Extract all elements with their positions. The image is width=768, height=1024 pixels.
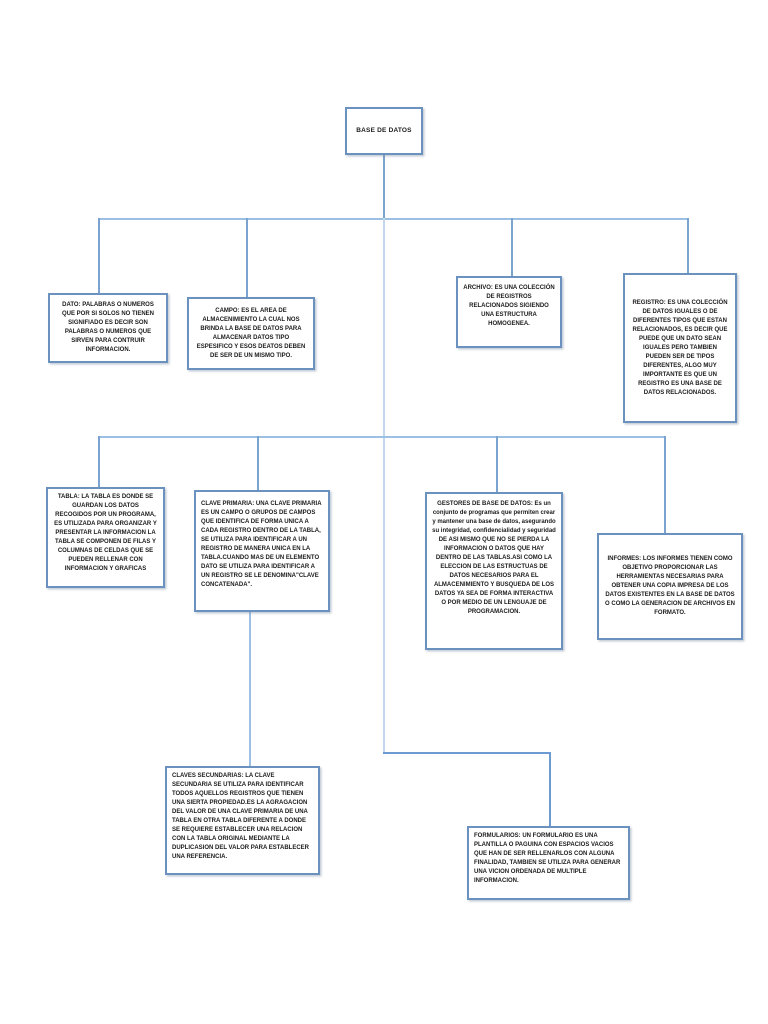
node-dato-label: DATO: PALABRAS O NUMEROS QUE POR SI SOLO… <box>61 302 154 353</box>
node-clave-primaria-label: CLAVE PRIMARIA: UNA CLAVE PRIMARIA ES UN… <box>201 501 322 588</box>
node-gestores-label: GESTORES DE BASE DE DATOS: Es un conjunt… <box>432 501 556 615</box>
node-base-de-datos: BASE DE DATOS <box>345 107 423 155</box>
connector-to-formularios <box>549 752 551 827</box>
connector-root-drop <box>383 155 385 219</box>
connector-clave-primaria-to-claves-secundarias <box>249 612 251 767</box>
connector-center-trunk <box>383 218 385 754</box>
node-campo-label: CAMPO: ES EL AREA DE ALMACENIMIENTO LA C… <box>196 307 306 359</box>
node-formularios: FORMULARIOS: UN FORMULARIO ES UNA PLANTI… <box>467 826 630 900</box>
node-claves-secundarias-label: CLAVES SECUNDARIAS: LA CLAVE SECUNDARIA … <box>172 773 310 860</box>
connector-trunk-to-formularios-horizontal <box>383 752 551 754</box>
node-informes: INFORMES: LOS INFORMES TIENEN COMO OBJET… <box>597 533 743 640</box>
node-registro: REGISTRO: ES UNA COLECCIÓN DE DATOS IGUA… <box>623 273 737 423</box>
node-informes-label: INFORMES: LOS INFORMES TIENEN COMO OBJET… <box>605 556 735 616</box>
node-formularios-label: FORMULARIOS: UN FORMULARIO ES UNA PLANTI… <box>474 833 621 884</box>
node-tabla: TABLA: LA TABLA ES DONDE SE GUARDAN LOS … <box>46 487 165 588</box>
connector-level1-horizontal <box>99 218 689 220</box>
node-registro-label: REGISTRO: ES UNA COLECCIÓN DE DATOS IGUA… <box>632 299 728 396</box>
node-gestores-de-base-de-datos: GESTORES DE BASE DE DATOS: Es un conjunt… <box>425 492 563 650</box>
node-clave-primaria: CLAVE PRIMARIA: UNA CLAVE PRIMARIA ES UN… <box>194 490 330 612</box>
node-archivo: ARCHIVO: ES UNA COLECCIÓN DE REGISTROS R… <box>456 276 562 348</box>
node-base-de-datos-label: BASE DE DATOS <box>356 127 412 135</box>
node-campo: CAMPO: ES EL AREA DE ALMACENIMIENTO LA C… <box>187 297 315 370</box>
connector-to-dato <box>98 218 100 294</box>
node-archivo-label: ARCHIVO: ES UNA COLECCIÓN DE REGISTROS R… <box>463 285 555 327</box>
connector-to-archivo <box>511 218 513 277</box>
connector-to-informes <box>664 436 666 534</box>
node-dato: DATO: PALABRAS O NUMEROS QUE POR SI SOLO… <box>48 293 168 363</box>
connector-to-registro <box>687 218 689 274</box>
connector-to-gestores <box>496 436 498 493</box>
node-claves-secundarias: CLAVES SECUNDARIAS: LA CLAVE SECUNDARIA … <box>165 766 320 875</box>
node-tabla-label: TABLA: LA TABLA ES DONDE SE GUARDAN LOS … <box>54 494 157 572</box>
connector-to-clave-primaria <box>257 436 259 491</box>
connector-to-tabla <box>98 436 100 488</box>
connector-level2-horizontal <box>99 436 666 438</box>
connector-to-campo <box>246 218 248 298</box>
